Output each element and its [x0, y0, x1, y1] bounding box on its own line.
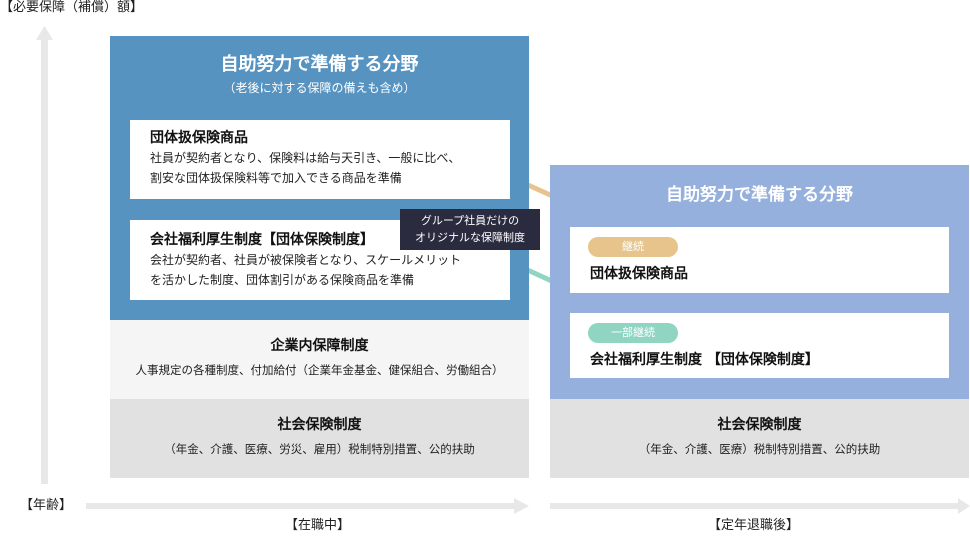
era-label-employment: 【在職中】 — [285, 518, 351, 533]
retirement-group-insurance-title: 団体扱保険商品 — [590, 266, 688, 282]
employment-self-help-title: 自助努力で準備する分野 — [220, 54, 419, 75]
employment-social-insurance-desc: （年金、介護、医療、労災、雇用）税制特別措置、公的扶助 — [164, 442, 475, 456]
x-axis-arrow-retire-icon — [550, 498, 970, 514]
group-insurance-desc-line2: 割安な団体扱保険料等で加入できる商品を準備 — [150, 171, 402, 185]
welfare-system-title: 会社福利厚生制度【団体保険制度】 — [150, 232, 374, 248]
original-system-tag: グループ社員だけの オリジナルな保障制度 — [400, 209, 540, 250]
retirement-welfare-system-title: 会社福利厚生制度 【団体保険制度】 — [590, 352, 819, 368]
x-axis-arrow-work-icon — [86, 498, 529, 514]
employment-social-insurance-panel: 社会保険制度 （年金、介護、医療、労災、雇用）税制特別措置、公的扶助 — [110, 399, 529, 478]
y-axis-label: 【必要保障（補償）額】 — [0, 0, 144, 15]
welfare-system-desc-line2: を活かした制度、団体割引がある保険商品を準備 — [150, 273, 415, 287]
x-axis-label: 【年齢】 — [20, 498, 73, 513]
corporate-security-title: 企業内保障制度 — [270, 338, 369, 354]
retirement-social-insurance-desc: （年金、介護、医療）税制特別措置、公的扶助 — [638, 442, 881, 456]
group-insurance-card: 団体扱保険商品 社員が契約者となり、保険料は給与天引き、一般に比べ、 割安な団体… — [130, 120, 510, 199]
retirement-group-insurance-card: 継続 団体扱保険商品 — [570, 227, 949, 293]
retirement-social-insurance-panel: 社会保険制度 （年金、介護、医療）税制特別措置、公的扶助 — [550, 399, 969, 478]
retirement-social-insurance-title: 社会保険制度 — [717, 417, 802, 433]
group-insurance-title: 団体扱保険商品 — [150, 130, 248, 146]
corporate-security-desc: 人事規定の各種制度、付加給付（企業年金基金、健保組合、労働組合） — [135, 363, 504, 377]
original-system-tag-line1: グループ社員だけの — [420, 214, 520, 227]
welfare-system-card: 会社福利厚生制度【団体保険制度】 会社が契約者、社員が被保険者となり、スケールメ… — [130, 220, 510, 300]
original-system-tag-line2: オリジナルな保障制度 — [415, 231, 525, 244]
corporate-security-panel: 企業内保障制度 人事規定の各種制度、付加給付（企業年金基金、健保組合、労働組合） — [110, 320, 529, 399]
employment-social-insurance-title: 社会保険制度 — [277, 417, 362, 433]
employment-self-help-subtitle: （老後に対する保障の備えも含め） — [223, 81, 416, 95]
y-axis-arrow-icon — [36, 26, 53, 484]
partial-continue-badge: 一部継続 — [588, 323, 678, 343]
continue-badge: 継続 — [588, 237, 678, 257]
group-insurance-desc-line1: 社員が契約者となり、保険料は給与天引き、一般に比べ、 — [150, 151, 461, 165]
retirement-welfare-system-card: 一部継続 会社福利厚生制度 【団体保険制度】 — [570, 313, 949, 378]
era-label-retirement: 【定年退職後】 — [708, 518, 800, 533]
welfare-system-desc-line1: 会社が契約者、社員が被保険者となり、スケールメリット — [150, 253, 462, 267]
retirement-self-help-title: 自助努力で準備する分野 — [666, 185, 853, 205]
